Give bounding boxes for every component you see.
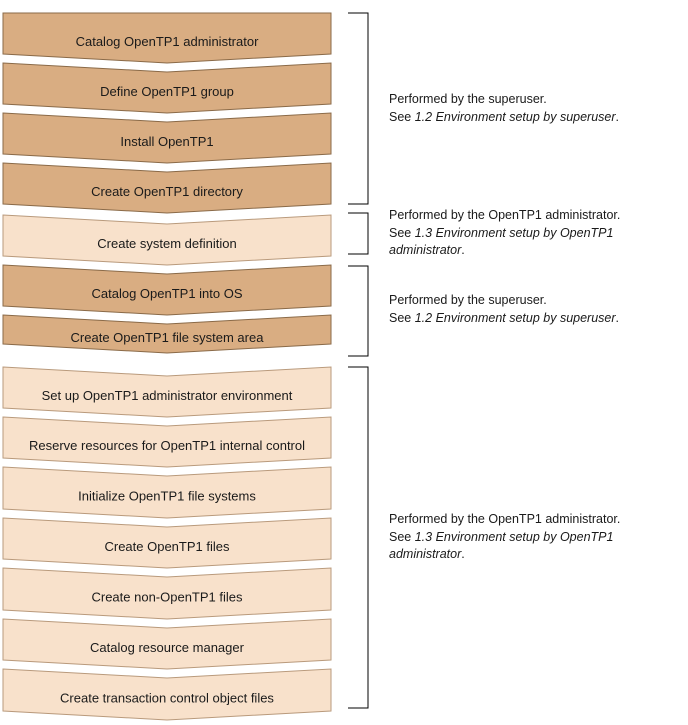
note-group-1: Performed by the superuser. See 1.2 Envi… [389,91,679,126]
step-shape [2,366,332,418]
step-label: Create transaction control object files [60,691,274,706]
note-reference: See 1.3 Environment setup by OpenTP1 adm… [389,225,614,258]
step-shape [2,62,332,114]
flow-step: Initialize OpenTP1 file systems [2,466,332,519]
step-label: Set up OpenTP1 administrator environment [42,388,293,403]
flow-step: Catalog OpenTP1 into OS [2,264,332,316]
step-label: Catalog OpenTP1 into OS [91,286,242,301]
step-label: Create OpenTP1 directory [91,184,243,199]
flow-step: Create OpenTP1 directory [2,162,332,214]
step-shape [2,416,332,468]
flow-step: Install OpenTP1 [2,112,332,164]
step-label: Define OpenTP1 group [100,84,234,99]
step-shape [2,567,332,620]
flow-step: Catalog OpenTP1 administrator [2,12,332,64]
group-bracket [348,212,369,255]
step-label: Catalog OpenTP1 administrator [76,34,259,49]
note-reference: See 1.2 Environment setup by superuser. [389,310,620,325]
step-label: Catalog resource manager [90,640,245,655]
step-label: Initialize OpenTP1 file systems [78,489,256,504]
step-label: Install OpenTP1 [120,134,213,149]
flow-step: Create non-OpenTP1 files [2,567,332,620]
note-performer: Performed by the superuser. [389,92,547,106]
step-label: Create OpenTP1 files [104,539,230,554]
step-shape [2,162,332,214]
flow-step: Create transaction control object files [2,668,332,721]
note-reference: See 1.2 Environment setup by superuser. [389,109,620,124]
note-group-2: Performed by the OpenTP1 administrator. … [389,207,679,260]
flow-step: Create system definition [2,214,332,266]
flow-step: Define OpenTP1 group [2,62,332,114]
group-bracket [348,12,369,205]
step-shape [2,618,332,670]
step-shape [2,668,332,721]
flow-step: Reserve resources for OpenTP1 internal c… [2,416,332,468]
flow-step: Create OpenTP1 file system area [2,314,332,354]
flow-step: Catalog resource manager [2,618,332,670]
step-label: Create system definition [97,236,236,251]
group-bracket [348,366,369,709]
note-group-4: Performed by the OpenTP1 administrator. … [389,511,679,564]
step-label: Create OpenTP1 file system area [71,330,265,345]
step-shape [2,517,332,569]
flow-step: Set up OpenTP1 administrator environment [2,366,332,418]
step-shape [2,12,332,64]
note-performer: Performed by the superuser. [389,293,547,307]
step-shape [2,466,332,519]
note-reference: See 1.3 Environment setup by OpenTP1 adm… [389,529,614,562]
flow-step: Create OpenTP1 files [2,517,332,569]
step-label: Reserve resources for OpenTP1 internal c… [29,438,305,453]
note-performer: Performed by the OpenTP1 administrator. [389,512,621,526]
step-shape [2,314,332,354]
step-shape [2,112,332,164]
step-shape [2,214,332,266]
group-bracket [348,265,369,357]
step-label: Create non-OpenTP1 files [91,590,243,605]
note-group-3: Performed by the superuser. See 1.2 Envi… [389,292,679,327]
note-performer: Performed by the OpenTP1 administrator. [389,208,621,222]
step-shape [2,264,332,316]
brackets-layer [348,12,369,709]
